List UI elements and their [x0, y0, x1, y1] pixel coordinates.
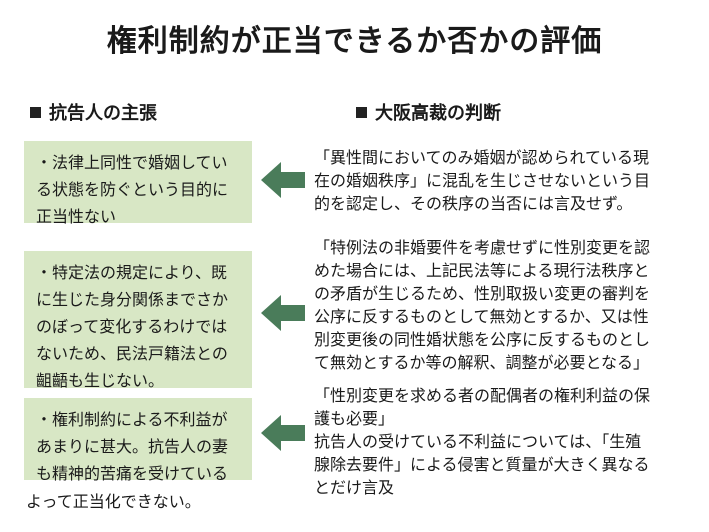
claim-box-2: ・特定法の規定により、既 に生じた身分関係までさか のぼって変化するわけでは な…	[24, 251, 252, 390]
judgment-line: 別変更後の同性婚状態を公序に反するものとし	[314, 330, 651, 349]
claim-line: ・権利制約による不利益が	[36, 410, 228, 429]
claim-line: ないため、民法戸籍法との	[36, 344, 228, 363]
judgment-line: て無効とするか等の解釈、調整が必要となる」	[314, 353, 650, 372]
square-bullet-icon	[30, 107, 41, 118]
square-bullet-icon	[356, 107, 367, 118]
claim-line: ・法律上同性で婚姻してい	[36, 153, 228, 172]
judgment-line: 抗告人の受けている不利益については、「生殖	[314, 432, 642, 451]
arrow-left-icon	[261, 295, 305, 331]
judgment-line: 腺除去要件」による侵害と質量が大きく異なる	[314, 455, 650, 474]
judgment-line: 「異性間においてのみ婚姻が認められている現	[314, 148, 650, 167]
claim-line: る状態を防ぐという目的に	[36, 180, 229, 199]
conclusion-text: よって正当化できない。	[26, 492, 201, 511]
claim-line: ・特定法の規定により、既	[36, 263, 228, 282]
claim-line: のぼって変化するわけでは	[36, 317, 228, 336]
appellant-claims-header-label: 抗告人の主張	[49, 103, 157, 124]
judgment-line: とだけ言及	[314, 478, 395, 497]
page-title: 権利制約が正当できるか否かの評価	[106, 24, 603, 59]
judgment-line: 的を認定し、その秩序の当否には言及せず。	[314, 194, 633, 213]
judgment-line: 公序に反するものとして無効とするか、又は性	[314, 307, 649, 326]
judgment-line: 「特例法の非婚要件を考慮せずに性別変更を認	[314, 238, 651, 257]
judgment-text-1: 「異性間においてのみ婚姻が認められている現 在の婚姻秩序」に混乱を生じさせないと…	[314, 146, 696, 215]
judgment-line: めた場合には、上記民法等による現行法秩序と	[314, 261, 650, 280]
claim-box-3: ・権利制約による不利益が あまりに甚大。抗告人の妻 も精神的苦痛を受けている	[24, 398, 252, 483]
claim-line: も精神的苦痛を受けている	[36, 464, 229, 483]
claim-line: に生じた身分関係までさか	[36, 290, 229, 309]
appellant-claims-header: 抗告人の主張	[30, 102, 157, 126]
court-judgment-header-label: 大阪高裁の判断	[375, 103, 501, 124]
claim-line: あまりに甚大。抗告人の妻	[36, 437, 229, 456]
arrow-left-icon	[261, 415, 305, 451]
judgment-line: 在の婚姻秩序」に混乱を生じさせないという目	[314, 171, 651, 190]
judgment-line: の矛盾が生じるため、性別取扱い変更の審判を	[314, 284, 651, 303]
court-judgment-header: 大阪高裁の判断	[356, 102, 501, 126]
claim-line: 齟齬も生じない。	[36, 371, 165, 390]
judgment-line: 護も必要」	[314, 409, 395, 428]
claim-box-1: ・法律上同性で婚姻してい る状態を防ぐという目的に 正当性ない	[24, 141, 252, 226]
claim-line: 正当性ない	[36, 207, 117, 226]
judgment-text-2: 「特例法の非婚要件を考慮せずに性別変更を認 めた場合には、上記民法等による現行法…	[314, 236, 696, 374]
judgment-text-3: 「性別変更を求める者の配偶者の権利利益の保 護も必要」 抗告人の受けている不利益…	[314, 384, 696, 499]
arrow-left-icon	[261, 162, 305, 198]
judgment-line: 「性別変更を求める者の配偶者の権利利益の保	[314, 386, 651, 405]
